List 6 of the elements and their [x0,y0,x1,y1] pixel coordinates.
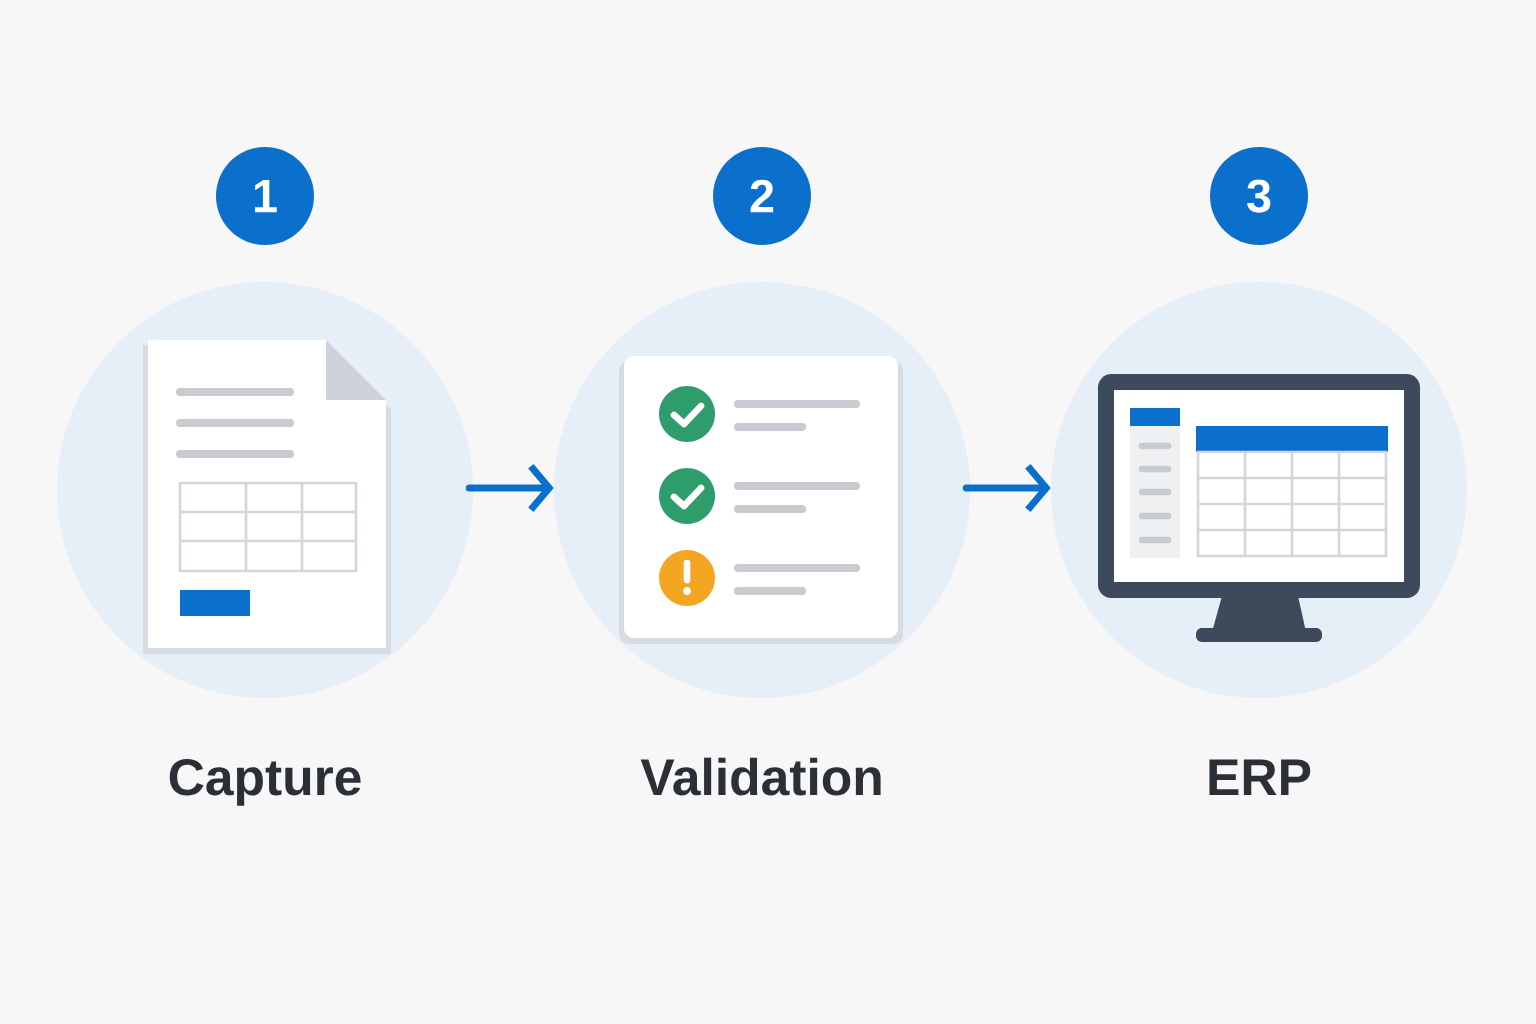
step-number-badge: 3 [1210,147,1308,245]
step-number-badge: 1 [216,147,314,245]
step-label: Validation [640,757,881,796]
step-label: Capture [169,759,361,806]
step-label: ERP [1209,759,1311,795]
step-number-badge: 2 [713,147,811,245]
